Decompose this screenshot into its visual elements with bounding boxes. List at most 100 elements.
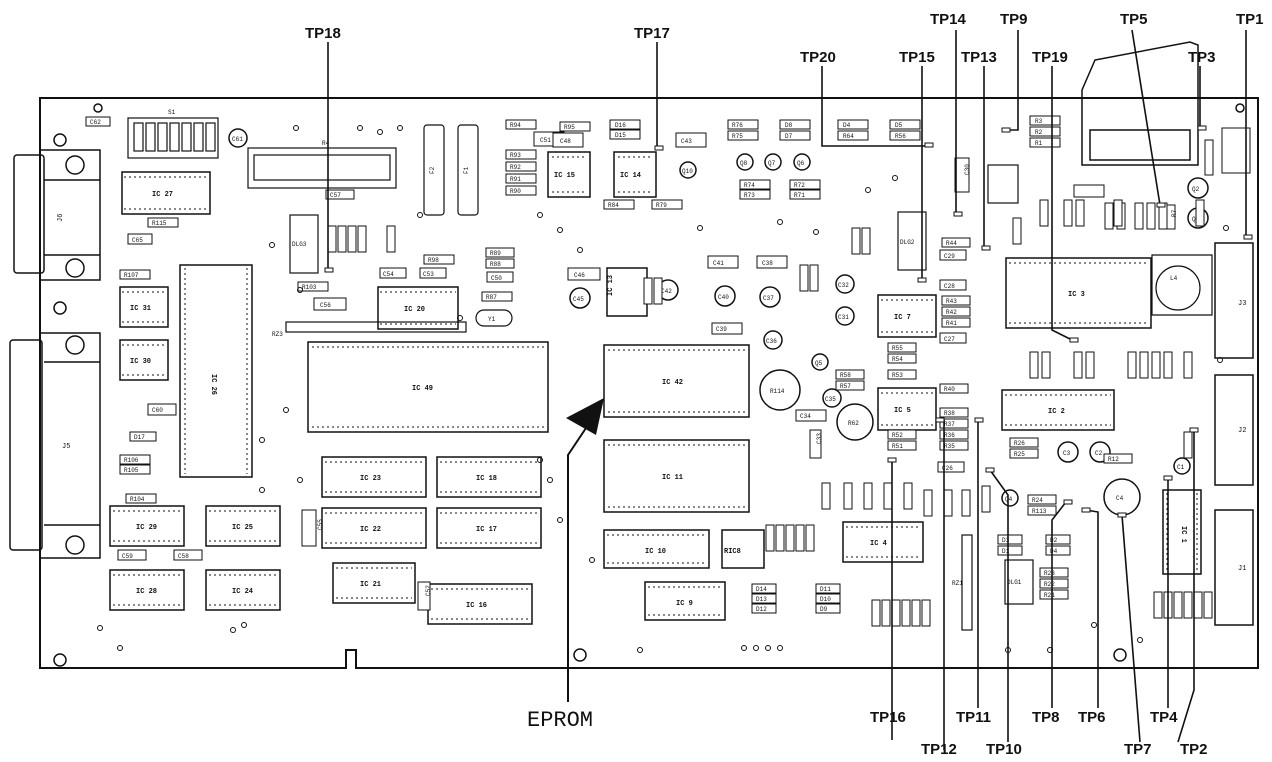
svg-text:C57: C57 [330, 192, 341, 199]
tp15-label: TP15 [899, 49, 935, 66]
big-round-parts [228, 128, 1209, 516]
c31-label: C31 [838, 314, 849, 321]
svg-text:R53: R53 [892, 372, 903, 379]
ic9-label: IC 9 [676, 600, 693, 608]
c40-label: C40 [718, 294, 729, 301]
c45-label: C45 [573, 296, 584, 303]
f2-label: F2 [429, 166, 436, 174]
svg-text:R25: R25 [1014, 451, 1025, 458]
ic27-label: IC 27 [152, 191, 173, 199]
ic24-package [205, 569, 281, 611]
svg-text:R71: R71 [794, 192, 805, 199]
svg-text:R115: R115 [152, 220, 167, 227]
q8-label: Q8 [740, 160, 748, 167]
tp19-label: TP19 [1032, 49, 1068, 66]
svg-text:R103: R103 [302, 284, 317, 291]
svg-text:C27: C27 [944, 336, 955, 343]
ic7-package [877, 294, 937, 338]
q7-label: Q7 [768, 160, 776, 167]
svg-text:R40: R40 [944, 386, 955, 393]
ic13-label: IC 13 [607, 275, 615, 296]
svg-text:D8: D8 [785, 122, 793, 129]
tp18-label: TP18 [305, 25, 341, 42]
ic-labels: IC 27 IC 31 IC 30 IC 26 IC 49 IC 42 IC 1… [130, 172, 1187, 610]
ic11-package [603, 439, 750, 513]
resistor-networks [285, 321, 973, 631]
svg-text:R106: R106 [124, 457, 139, 464]
ic30-label: IC 30 [130, 358, 151, 366]
ic30-package [119, 339, 169, 381]
y1-label: Y1 [488, 316, 496, 323]
svg-text:C46: C46 [574, 272, 585, 279]
c61-label: C61 [232, 136, 243, 143]
svg-text:D2: D2 [1050, 537, 1058, 544]
pin-rows [113, 156, 1198, 620]
ic21-package [332, 562, 416, 604]
tp14-label: TP14 [930, 11, 967, 28]
svg-text:R36: R36 [944, 432, 955, 439]
ic42-package [603, 344, 750, 418]
q10-label: Q10 [682, 168, 693, 175]
ic29-package [109, 505, 185, 547]
tp17-label: TP17 [634, 25, 670, 42]
c35-label: C35 [825, 396, 836, 403]
ic21-label: IC 21 [360, 581, 381, 589]
c32-label: C32 [838, 282, 849, 289]
tp9-label: TP9 [1000, 11, 1028, 28]
svg-text:D4: D4 [1050, 548, 1058, 555]
svg-text:R107: R107 [124, 272, 139, 279]
svg-text:D16: D16 [615, 122, 626, 129]
svg-text:R44: R44 [946, 240, 957, 247]
small-components [85, 116, 1176, 611]
ic25-package [205, 505, 281, 547]
ic25-label: IC 25 [232, 524, 253, 532]
switch-s1 [127, 117, 219, 159]
ic16-package [427, 583, 533, 625]
fuses [423, 124, 479, 216]
c37-label: C37 [763, 295, 774, 302]
diode-groups [751, 534, 1071, 614]
svg-text:C48: C48 [560, 138, 571, 145]
svg-text:R75: R75 [732, 133, 743, 140]
svg-text:R90: R90 [510, 188, 521, 195]
header-r4 [247, 147, 397, 189]
ic17-label: IC 17 [476, 526, 497, 534]
tp4-label: TP4 [1150, 709, 1178, 726]
eprom-label: EPROM [527, 708, 593, 733]
tp3-label: TP3 [1188, 49, 1216, 66]
ic31-label: IC 31 [130, 305, 151, 313]
svg-text:C60: C60 [152, 407, 163, 414]
svg-text:C29: C29 [944, 253, 955, 260]
svg-text:R113: R113 [1032, 508, 1047, 515]
ic42-label: IC 42 [662, 379, 683, 387]
r4-label: R4 [322, 140, 330, 147]
ic49-label: IC 49 [412, 385, 433, 393]
svg-text:R1: R1 [1035, 140, 1043, 147]
connector-j3 [1214, 242, 1254, 359]
svg-text:R12: R12 [1108, 456, 1119, 463]
ic14-package [613, 151, 657, 198]
svg-text:R89: R89 [490, 250, 501, 257]
svg-text:C34: C34 [800, 413, 811, 420]
svg-text:R57: R57 [840, 383, 851, 390]
ic26-package [179, 264, 253, 478]
svg-text:R105: R105 [124, 467, 139, 474]
svg-text:C56: C56 [320, 302, 331, 309]
svg-text:R51: R51 [892, 443, 903, 450]
ic4-package [842, 521, 924, 563]
tp5-label: TP5 [1120, 11, 1148, 28]
ic8-label: RIC8 [724, 548, 741, 556]
vias [97, 125, 1229, 653]
svg-text:R74: R74 [744, 182, 755, 189]
svg-text:C52: C52 [425, 585, 432, 596]
ic8-package [721, 529, 765, 569]
ic49-package [307, 341, 549, 433]
svg-text:R2: R2 [1035, 129, 1043, 136]
ic23-package [321, 456, 427, 498]
ic31-package [119, 286, 169, 328]
svg-text:C33: C33 [816, 433, 823, 444]
j6-label: J6 [57, 214, 65, 222]
ic5-label: IC 5 [894, 407, 911, 415]
c42-label: C42 [661, 288, 672, 295]
